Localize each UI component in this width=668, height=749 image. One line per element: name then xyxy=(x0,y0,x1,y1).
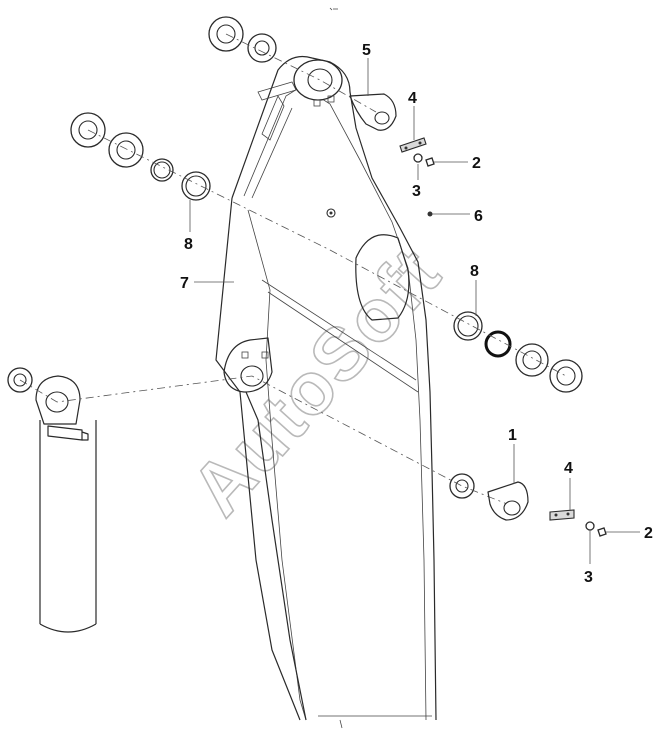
hydraulic-cylinder xyxy=(35,375,97,633)
label-7: 7 xyxy=(180,275,189,292)
centerline-left xyxy=(87,129,567,377)
plate-4-lower xyxy=(549,509,575,521)
label-6: 6 xyxy=(474,208,483,225)
label-3-upper: 3 xyxy=(412,183,421,200)
centerline-lower xyxy=(19,375,513,507)
washers-top xyxy=(208,16,277,63)
label-2-lower: 2 xyxy=(644,525,653,542)
label-8-left: 8 xyxy=(184,236,193,253)
bolt-2-upper xyxy=(425,157,435,167)
nut-3-upper xyxy=(413,153,423,163)
washer-lower-right xyxy=(449,473,475,499)
grease-6 xyxy=(427,211,433,217)
bolt-2-lower xyxy=(597,527,607,537)
label-4-lower: 4 xyxy=(564,460,573,477)
washers-left xyxy=(70,112,211,201)
washers-right xyxy=(453,311,583,393)
label-3-lower: 3 xyxy=(584,569,593,586)
pin-1 xyxy=(487,481,529,521)
nut-3-lower xyxy=(585,521,595,531)
pin-5 xyxy=(349,93,397,131)
label-2-upper: 2 xyxy=(472,155,481,172)
label-4-upper: 4 xyxy=(408,90,417,107)
label-5: 5 xyxy=(362,42,371,59)
label-1: 1 xyxy=(508,427,517,444)
top-mark xyxy=(329,7,338,11)
centerline-top xyxy=(225,33,377,113)
label-8-right: 8 xyxy=(470,263,479,280)
plate-4-upper xyxy=(399,137,427,153)
